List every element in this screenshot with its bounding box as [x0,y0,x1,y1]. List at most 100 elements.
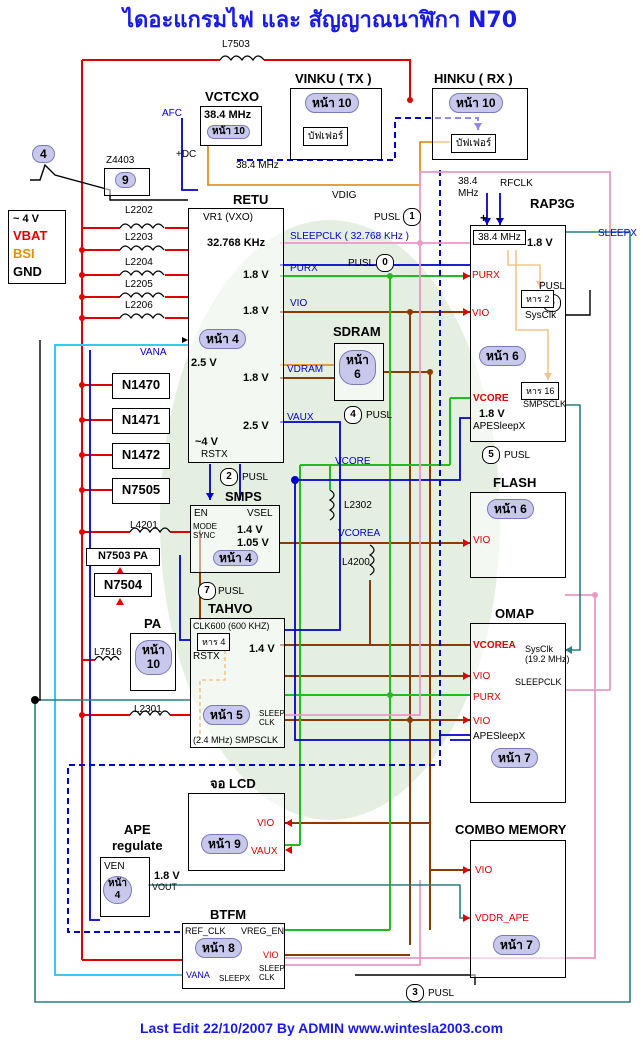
lcd-block: VIO หน้า 9 VAUX [188,793,285,871]
pa-page: หน้า 10 [135,640,172,675]
omap-block: VCOREA SysClk (19.2 MHz) SLEEPCLK VIO PU… [470,623,570,803]
flash-vio: VIO [473,535,491,546]
coil-l2203-label: L2203 [125,232,153,243]
n-block-4: N7505 [112,478,170,504]
rap3g-block: 38.4 MHz 1.8 V PURX PUSL 6 หาร 2 VIO Sys… [470,225,566,442]
n-block-1: N1470 [112,373,170,399]
sleepclk-label: SLEEPCLK ( 32.768 KHz ) [290,231,409,242]
smps-v14: 1.4 V [237,524,263,536]
pusl-3-text: PUSL [428,988,455,999]
legend-voltage: ~ 4 V [13,213,39,225]
tahvo-rstx: RSTX [193,651,220,662]
omap-apesleepx: APESleepX [473,731,526,742]
tahvo-name: TAHVO [208,601,253,616]
smps-mode: MODE SYNC [193,522,217,541]
smps-page: หน้า 4 [213,550,258,567]
pusl-3-badge: 3 [406,984,424,1002]
coil-l4200-label: L4200 [342,557,370,568]
n7504-block: N7504 [94,573,152,597]
clock-dashed-lines [67,117,479,933]
btfm-sleepx: SLEEPX [219,974,251,983]
legend-vbat: VBAT [13,228,48,243]
retu-v4: ~4 V [195,436,218,448]
vcore-label: VCORE [335,456,371,467]
retu-v18b: 1.8 V [243,305,269,317]
rap3g-v18b: 1.8 V [479,408,505,420]
omap-vio2: VIO [473,716,491,727]
ape-ven: VEN [104,861,125,872]
ape-block: VEN หน้า 4 [100,857,150,917]
rap3g-plus: + [480,211,488,225]
sdram-name: SDRAM [333,324,381,339]
rap3g-vcore: VCORE [473,393,509,404]
ape-vout: VOUT [152,882,178,892]
rap3g-minus: - [496,211,500,225]
coil-symbols [94,55,375,717]
omap-sysclk: SysClk (19.2 MHz) [525,644,570,665]
vinku-buffer: บัฟเฟอร์ [303,127,349,146]
vctcxo-page: หน้า 10 [207,125,250,139]
coil-l7516-label: L7516 [94,647,122,658]
vcorea-label: VCOREA [338,528,381,539]
n-block-3: N1472 [112,443,170,469]
omap-vcorea: VCOREA [473,640,516,651]
vctcxo-freq: 38.4 MHz [204,109,252,121]
pusl-4-badge: 4 [344,406,362,424]
retu-name: RETU [233,192,269,207]
omap-page: หน้า 7 [491,748,538,769]
pa-name: PA [144,616,162,631]
ape-page: หน้า 4 [103,876,133,904]
vio-label: VIO [290,298,308,309]
coil-l7503-label: L7503 [222,39,250,50]
rap3g-apesleepx: APESleepX [473,421,526,432]
z4403-label: Z4403 [106,155,135,166]
pusl-0-badge: 0 [376,254,394,272]
vinku-name: VINKU ( TX ) [295,71,372,86]
pusl-2-badge: 2 [220,468,238,486]
flash-name: FLASH [493,475,537,490]
vaux-label: VAUX [287,412,314,423]
combo-page: หน้า 7 [493,935,540,956]
smps-en: EN [194,508,208,519]
smps-v105: 1.05 V [237,537,269,549]
retu-v25b: 2.5 V [243,420,269,432]
tahvo-clk: CLK600 (600 KHZ) [193,621,270,631]
retu-khz: 32.768 KHz [207,237,266,249]
retu-v25a: 2.5 V [191,357,217,369]
junction-dots [31,97,598,723]
pusl-4-text: PUSL [366,410,393,421]
hinku-buffer: บัฟเฟอร์ [451,134,497,153]
sleepx-label: SLEEPX [598,228,637,239]
pusl-0-text: PUSL [348,258,375,269]
rap3g-sysclk: SysClk [525,310,557,321]
flash-block: หน้า 6 VIO [470,492,566,578]
n7503-block: N7503 PA [86,548,160,566]
combo-vddr: VDDR_APE [475,913,529,924]
switch-4-badge: 4 [32,145,55,164]
pusl-2-text: PUSL [242,472,269,483]
tahvo-smpsclk: (2.4 MHz) SMPSCLK [193,735,279,745]
btfm-page: หน้า 8 [195,938,242,959]
lcd-page: หน้า 9 [201,834,248,855]
pusl-1-text: PUSL [374,212,401,223]
ape-name: APE regulate [112,822,163,853]
legend-bsi: BSI [13,246,35,261]
flash-page: หน้า 6 [487,499,534,520]
pa-block: หน้า 10 [130,633,176,691]
combo-block: VIO VDDR_APE หน้า 7 [470,840,566,978]
btfm-sleepclk: SLEEP CLK [259,964,285,983]
n-block-2: N1471 [112,408,170,434]
sdram-block: หน้า 6 [334,343,384,401]
btfm-vana: VANA [186,970,210,980]
rap3g-div16: หาร 16 [521,382,560,400]
vctcxo-out: 38.4 MHz [236,160,279,171]
purx-label: PURX [290,263,318,274]
rap3g-freq: 38.4 MHz [473,230,526,245]
tahvo-div4: หาร 4 [197,633,231,651]
z4403-num: 9 [115,172,136,189]
combo-vio: VIO [475,865,493,876]
vinku-page: หน้า 10 [305,93,359,114]
pusl-1-badge: 1 [403,208,421,226]
vdram-label: VDRAM [287,364,324,375]
